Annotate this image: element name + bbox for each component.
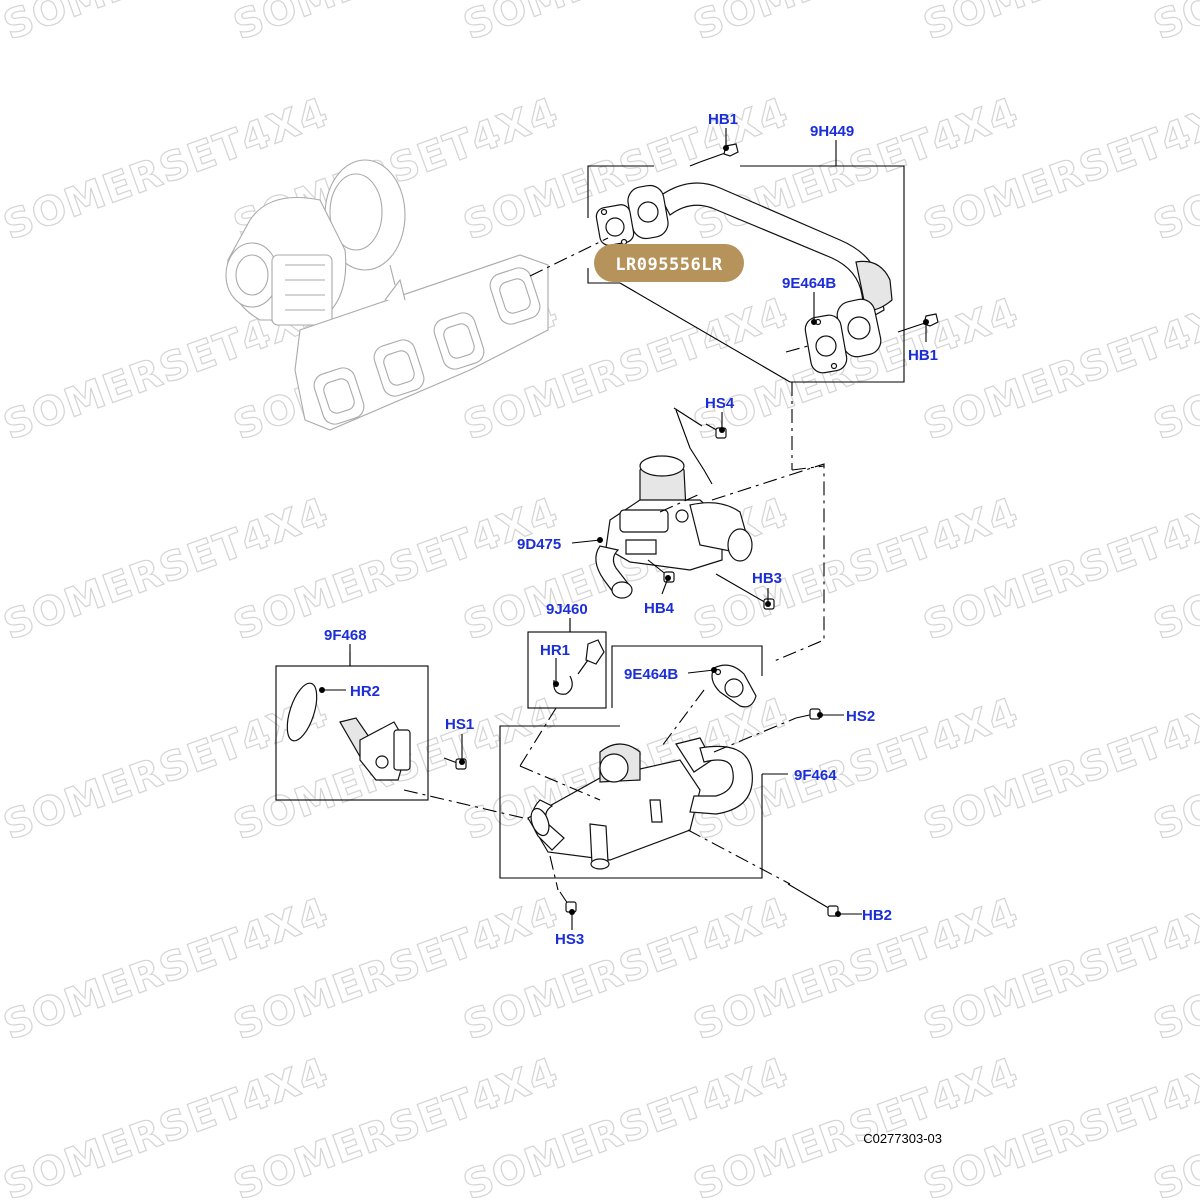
egr-pipe-9h449[interactable] xyxy=(626,182,893,359)
diagram-reference-code: C0277303-03 xyxy=(863,1131,942,1146)
part-number-badge[interactable]: LR095556LR xyxy=(594,244,744,282)
callout-hr1[interactable]: HR1 xyxy=(540,642,570,659)
callout-hs1[interactable]: HS1 xyxy=(445,716,474,733)
callout-hs2[interactable]: HS2 xyxy=(846,708,875,725)
turbocharger-manifold-context xyxy=(225,159,549,431)
callout-hb4[interactable]: HB4 xyxy=(644,600,675,617)
egr-cooler-group-frame xyxy=(499,645,788,879)
gasket-pipe-inlet[interactable] xyxy=(595,203,635,246)
bolt-hs3[interactable] xyxy=(559,891,577,913)
bolt-hs2[interactable] xyxy=(795,708,821,720)
callout-hb3[interactable]: HB3 xyxy=(752,570,782,587)
callout-9f464[interactable]: 9F464 xyxy=(794,767,837,784)
callout-hb1-top[interactable]: HB1 xyxy=(708,111,738,128)
thermostat-housing-9f468[interactable] xyxy=(339,717,411,781)
gasket-9e464b-lower[interactable] xyxy=(711,664,757,708)
temperature-sensor-9j460[interactable] xyxy=(577,639,605,675)
callout-labels: HB1 9H449 9E464B HB1 HS4 9D475 HB3 HB4 9… xyxy=(324,111,938,948)
callout-9e464b-upper[interactable]: 9E464B xyxy=(782,275,836,292)
callout-hs4[interactable]: HS4 xyxy=(705,395,735,412)
watermark-text: SOMERSET4X4 xyxy=(1148,0,1200,49)
part-number-badge-bg xyxy=(594,244,744,282)
bolt-hb2[interactable] xyxy=(787,883,839,917)
callout-hb2[interactable]: HB2 xyxy=(862,907,892,924)
gasket-9e464b-upper[interactable] xyxy=(803,313,848,374)
callout-hb1-right[interactable]: HB1 xyxy=(908,347,938,364)
callout-hr2[interactable]: HR2 xyxy=(350,683,380,700)
callout-9d475[interactable]: 9D475 xyxy=(517,536,561,553)
o-ring-hr2[interactable] xyxy=(281,680,322,744)
callout-9j460[interactable]: 9J460 xyxy=(546,601,588,618)
part-number-text: LR095556LR xyxy=(615,255,723,275)
egr-cooler-9f464[interactable] xyxy=(527,737,753,870)
callout-9f468[interactable]: 9F468 xyxy=(324,627,367,644)
egr-valve-9d475[interactable] xyxy=(595,407,753,599)
callout-9h449[interactable]: 9H449 xyxy=(810,123,854,140)
callout-hs3[interactable]: HS3 xyxy=(555,931,584,948)
egr-pipe-group-frame xyxy=(587,165,905,383)
o-ring-hr1[interactable] xyxy=(553,675,573,695)
callout-leaders xyxy=(319,128,929,930)
callout-9e464b-lower[interactable]: 9E464B xyxy=(624,666,678,683)
